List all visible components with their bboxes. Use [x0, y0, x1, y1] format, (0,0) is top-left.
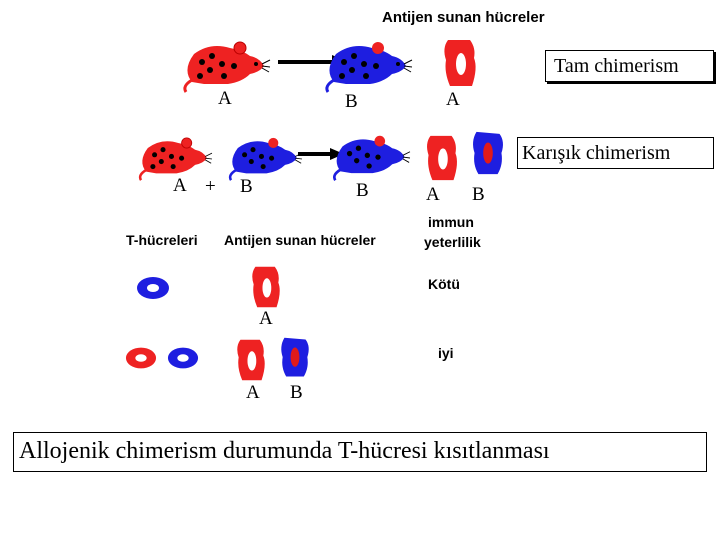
- label-case2-b: B: [290, 382, 303, 403]
- label-donor2-b: B: [240, 176, 253, 197]
- competence-line1: immun: [428, 214, 474, 230]
- apc-header: Antijen sunan hücreler: [224, 232, 376, 248]
- competence-line2: yeterlilik: [424, 234, 481, 250]
- label-recipient-b: B: [345, 91, 358, 112]
- mixed-chimerism-box: Karışık chimerism: [517, 137, 714, 169]
- label-apc-a: A: [446, 89, 460, 110]
- blue-cell-icon: [473, 131, 503, 175]
- red-mouse-icon: [183, 41, 271, 93]
- red-cell-icon: [252, 266, 280, 308]
- label-plus: +: [205, 176, 216, 197]
- full-chimerism-label: Tam chimerism: [554, 55, 679, 77]
- result-bad: Kötü: [428, 276, 460, 292]
- blue-tcell-icon: [137, 277, 169, 299]
- caption-text: Allojenik chimerism durumunda T-hücresi …: [19, 438, 550, 464]
- full-chimerism-box: Tam chimerism: [545, 50, 714, 82]
- red-cell-icon: [237, 339, 265, 381]
- red-mouse-icon: [138, 137, 213, 181]
- caption-box: Allojenik chimerism durumunda T-hücresi …: [13, 432, 707, 472]
- red-cell-icon: [444, 40, 476, 86]
- blue-cell-icon: [281, 337, 309, 377]
- arrow-right-icon: [298, 148, 344, 160]
- result-good: iyi: [438, 345, 454, 361]
- mixed-chimerism-label: Karışık chimerism: [522, 142, 671, 164]
- tcells-header: T-hücreleri: [126, 232, 198, 248]
- red-tcell-icon: [125, 347, 157, 369]
- title: Antijen sunan hücreler: [382, 9, 545, 26]
- label-recipient-b2: B: [356, 180, 369, 201]
- blue-mouse-icon: [228, 137, 303, 181]
- red-cell-icon: [427, 135, 457, 181]
- blue-mouse-icon: [325, 42, 413, 93]
- label-case2-a: A: [246, 382, 260, 403]
- label-case1-a: A: [259, 308, 273, 329]
- label-apc2-a: A: [426, 184, 440, 205]
- blue-mouse-icon: [333, 135, 411, 181]
- blue-tcell-icon: [167, 347, 199, 369]
- label-donor-a: A: [218, 88, 232, 109]
- label-apc2-b: B: [472, 184, 485, 205]
- label-donor1-a: A: [173, 175, 187, 196]
